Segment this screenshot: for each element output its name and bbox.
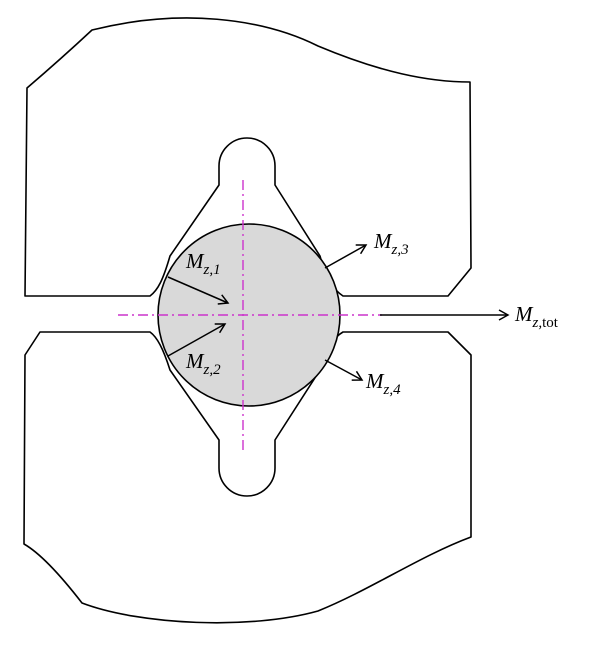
arrow-mz4 [324,359,364,381]
label-mztot: Mz,tot [514,302,559,331]
upper-plate [24,17,472,297]
label-mz1: Mz,1 [185,249,221,278]
lower-plate [23,331,472,624]
label-mz3: Mz,3 [373,229,409,258]
arrow-mz2 [167,323,227,357]
label-mz4: Mz,4 [365,369,401,398]
arrow-mz3 [324,244,368,269]
label-mz2: Mz,2 [185,349,221,378]
arrow-mz1 [167,276,230,305]
